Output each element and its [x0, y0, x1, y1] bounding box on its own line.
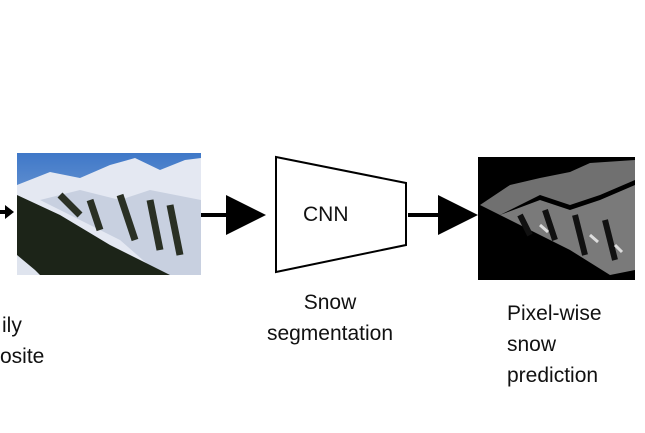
segmentation-caption: Snow segmentation [252, 287, 408, 349]
snow-mask-image [478, 157, 635, 280]
cnn-label: CNN [303, 203, 349, 226]
left-caption: ily osite [0, 310, 44, 372]
prediction-caption-line1: Pixel-wise [507, 302, 602, 325]
segmentation-caption-line2: segmentation [266, 322, 394, 345]
cnn-trapezoid [275, 155, 407, 274]
prediction-caption: Pixel-wise snow prediction [507, 298, 602, 391]
mountain-photo [17, 153, 201, 275]
left-caption-line1: ily [2, 314, 22, 337]
prediction-caption-line2: snow [507, 333, 557, 356]
left-caption-line2: osite [0, 345, 45, 368]
segmentation-caption-line1: Snow [303, 291, 357, 314]
prediction-caption-line3: prediction [507, 364, 599, 387]
input-arrow [0, 205, 14, 219]
